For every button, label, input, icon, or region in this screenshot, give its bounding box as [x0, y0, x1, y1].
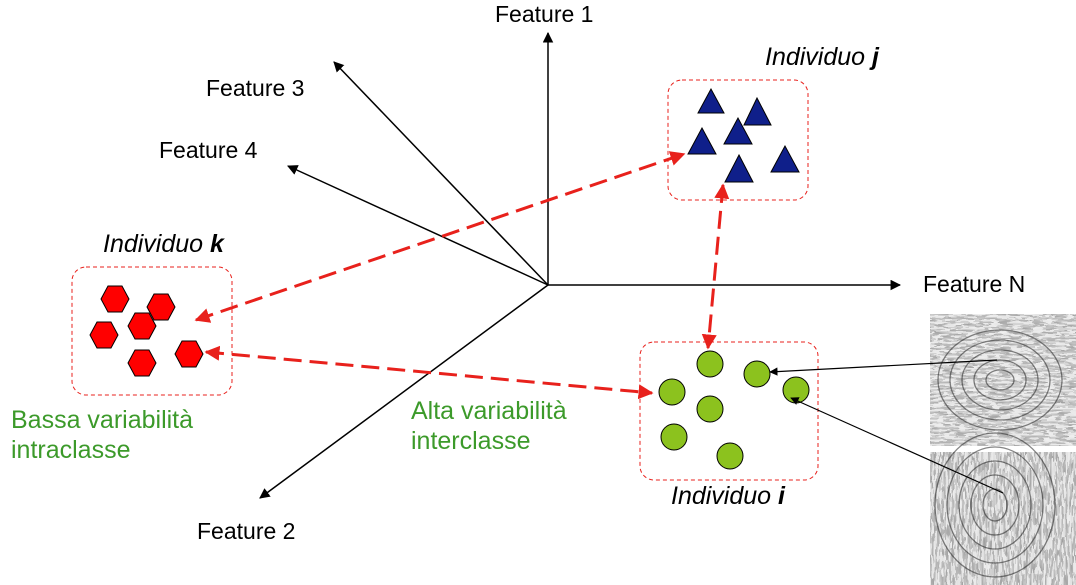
annotation-interclass-line1: Alta variabilità — [411, 397, 567, 425]
axis-feature-4 — [287, 165, 549, 286]
triangle-marker — [770, 144, 800, 173]
cluster-title-j-letter: j — [872, 43, 879, 71]
annotation-interclass-line2: interclasse — [411, 427, 531, 455]
circle-marker — [743, 360, 771, 388]
cluster-title-i-letter: i — [778, 482, 785, 510]
cluster-box-j — [667, 79, 809, 201]
fingerprint-image-top — [930, 314, 1076, 446]
cluster-title-i-prefix: Individuo — [671, 482, 772, 510]
hexagon-marker — [174, 340, 204, 368]
triangle-marker — [723, 116, 753, 145]
fingerprint-image-bottom — [930, 432, 1076, 585]
circle-marker — [696, 395, 724, 423]
pointer-arrow-bottom — [790, 397, 1004, 494]
triangle-marker — [724, 153, 754, 183]
circle-marker — [658, 378, 686, 406]
label-feature-2: Feature 2 — [197, 518, 296, 544]
cluster-title-i: Individuo i — [671, 484, 785, 509]
label-feature-n: Feature N — [923, 271, 1026, 297]
cluster-title-k-letter: k — [210, 230, 224, 258]
arrow-k-to-j — [194, 151, 686, 323]
hexagon-marker — [146, 293, 176, 321]
cluster-box-i — [639, 341, 819, 481]
cluster-title-j-prefix: Individuo — [765, 43, 866, 71]
triangle-marker — [687, 126, 717, 155]
annotation-intraclass-line2: intraclasse — [11, 436, 131, 464]
circle-marker — [696, 350, 724, 378]
hexagon-marker — [127, 312, 157, 340]
arrow-j-to-i — [701, 183, 730, 350]
label-feature-1: Feature 1 — [495, 1, 594, 27]
annotation-intraclass: Bassa variabilità intraclasse — [11, 405, 193, 465]
hexagon-marker — [100, 285, 130, 313]
circle-marker — [660, 423, 688, 451]
annotation-interclass: Alta variabilità interclasse — [411, 396, 567, 456]
label-feature-3: Feature 3 — [206, 75, 305, 101]
hexagon-marker — [89, 321, 119, 349]
pointer-arrow-top — [769, 359, 998, 376]
cluster-title-j: Individuo j — [765, 45, 879, 70]
annotation-intraclass-line1: Bassa variabilità — [11, 406, 194, 434]
triangle-marker — [697, 87, 725, 114]
circle-marker — [782, 376, 810, 404]
cluster-title-k-prefix: Individuo — [103, 230, 204, 258]
triangle-marker — [743, 96, 772, 126]
arrow-k-to-i — [204, 345, 654, 400]
cluster-title-k: Individuo k — [103, 232, 224, 257]
axis-feature-2 — [259, 284, 549, 499]
circle-marker — [716, 442, 744, 470]
label-feature-4: Feature 4 — [159, 137, 258, 163]
cluster-box-k — [71, 266, 233, 396]
axis-feature-3 — [333, 61, 549, 286]
hexagon-marker — [127, 349, 157, 377]
